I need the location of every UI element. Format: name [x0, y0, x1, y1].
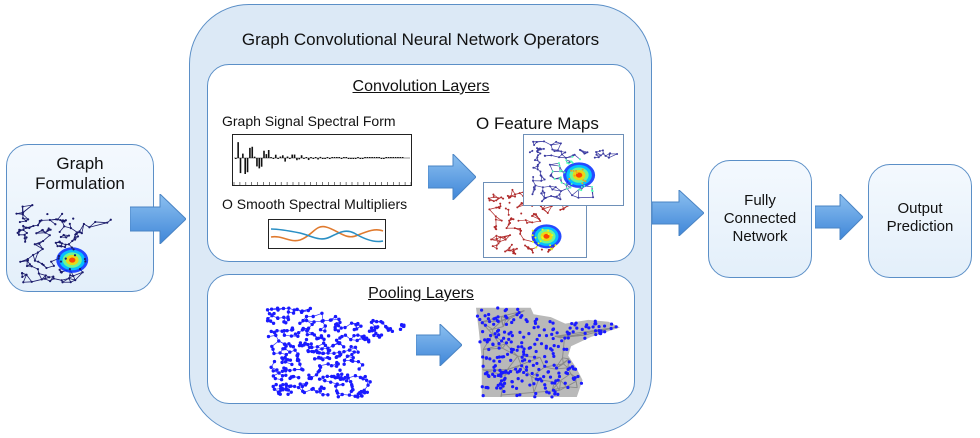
graph-formulation-label: Graph Formulation — [35, 154, 125, 194]
fully-connected-box — [708, 160, 812, 278]
feature-map-front — [523, 134, 624, 206]
feature-maps-label: O Feature Maps — [476, 114, 599, 133]
graph-map-icon — [15, 204, 112, 284]
spectral-form-label: Graph Signal Spectral Form — [222, 113, 396, 129]
feature-map-icon — [487, 188, 569, 255]
pooling-layers-title: Pooling Layers — [368, 285, 474, 302]
operators-title: Graph Convolutional Neural Network Opera… — [241, 30, 600, 49]
output-prediction-label: Output Prediction — [886, 200, 954, 235]
graph-map-icon — [475, 306, 620, 399]
right-arrow-icon — [815, 194, 863, 240]
graph-map-icon — [265, 306, 406, 399]
feature-map-icon — [528, 140, 619, 203]
fully-connected-label: Fully Connected Network — [723, 192, 797, 245]
multipliers-plot-icon — [268, 219, 386, 249]
smooth-multipliers-label: O Smooth Spectral Multipliers — [222, 196, 408, 212]
convolution-layers-title: Convolution Layers — [352, 78, 490, 95]
right-arrow-icon — [652, 190, 704, 236]
right-arrow-icon — [416, 324, 462, 366]
right-arrow-icon — [428, 154, 476, 200]
spectrum-plot-icon — [232, 134, 412, 186]
right-arrow-icon — [130, 194, 186, 244]
output-prediction-box — [868, 164, 972, 278]
